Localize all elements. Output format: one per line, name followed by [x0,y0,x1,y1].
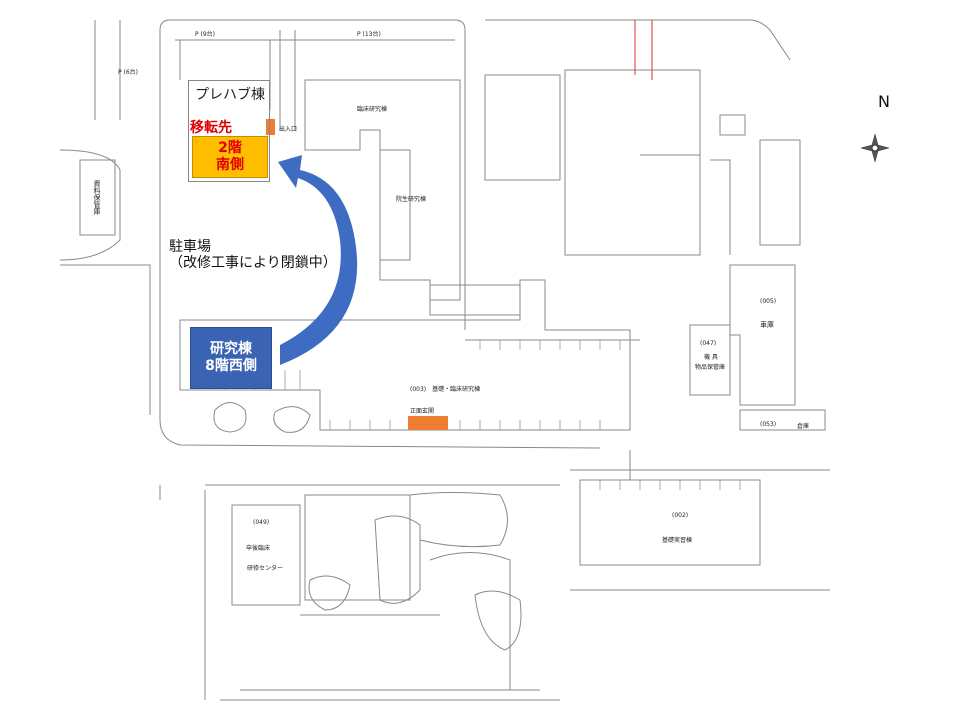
destination-heading: 移転先 [190,120,232,136]
bldg-003-label: (003) 基礎・臨床研究棟 [410,386,481,393]
bldg-002-label: (002) [672,512,689,519]
bldg-047-label: (047) [700,340,717,347]
parking-p13-label: P (13台) [357,31,381,38]
basic-training-label: 基礎実習棟 [662,537,693,544]
prefab-building [188,80,270,182]
parking-p9-label: P (9台) [195,31,216,38]
compass-icon [860,133,890,163]
postgrad-label-2: 研修センター [247,565,284,572]
goods-label-2: 物品保管庫 [695,364,726,371]
postgrad-label-1: 卒後臨床 [246,545,271,552]
goods-label-1: 機 具 [704,354,718,361]
parking-p6-label: P (6台) [118,69,139,76]
archive-label: 資料保管庫 [93,180,101,215]
relocation-arrow [278,155,358,365]
north-label: N [878,92,890,111]
destination-box: 2階 南側 [192,136,268,178]
prefab-label: プレハブ棟 [195,87,265,103]
parking-label: 駐車場 [169,239,211,255]
exit-label: 出入口 [279,126,298,133]
front-entrance-label: 正面玄関 [410,408,435,415]
bldg-049-label: (049) [253,519,270,526]
source-box: 研究棟 8階西側 [190,327,272,389]
grad-bldg-label: 院生研究棟 [396,196,427,203]
warehouse-label: 倉庫 [797,423,810,430]
garage-label: 車庫 [760,321,774,329]
bldg-005-label: (005) [760,298,777,305]
parking-closed-note: （改修工事により閉鎖中） [169,255,337,271]
clinical-bldg-label: 臨床研究棟 [357,106,388,113]
bldg-053-label: (053) [760,421,777,428]
